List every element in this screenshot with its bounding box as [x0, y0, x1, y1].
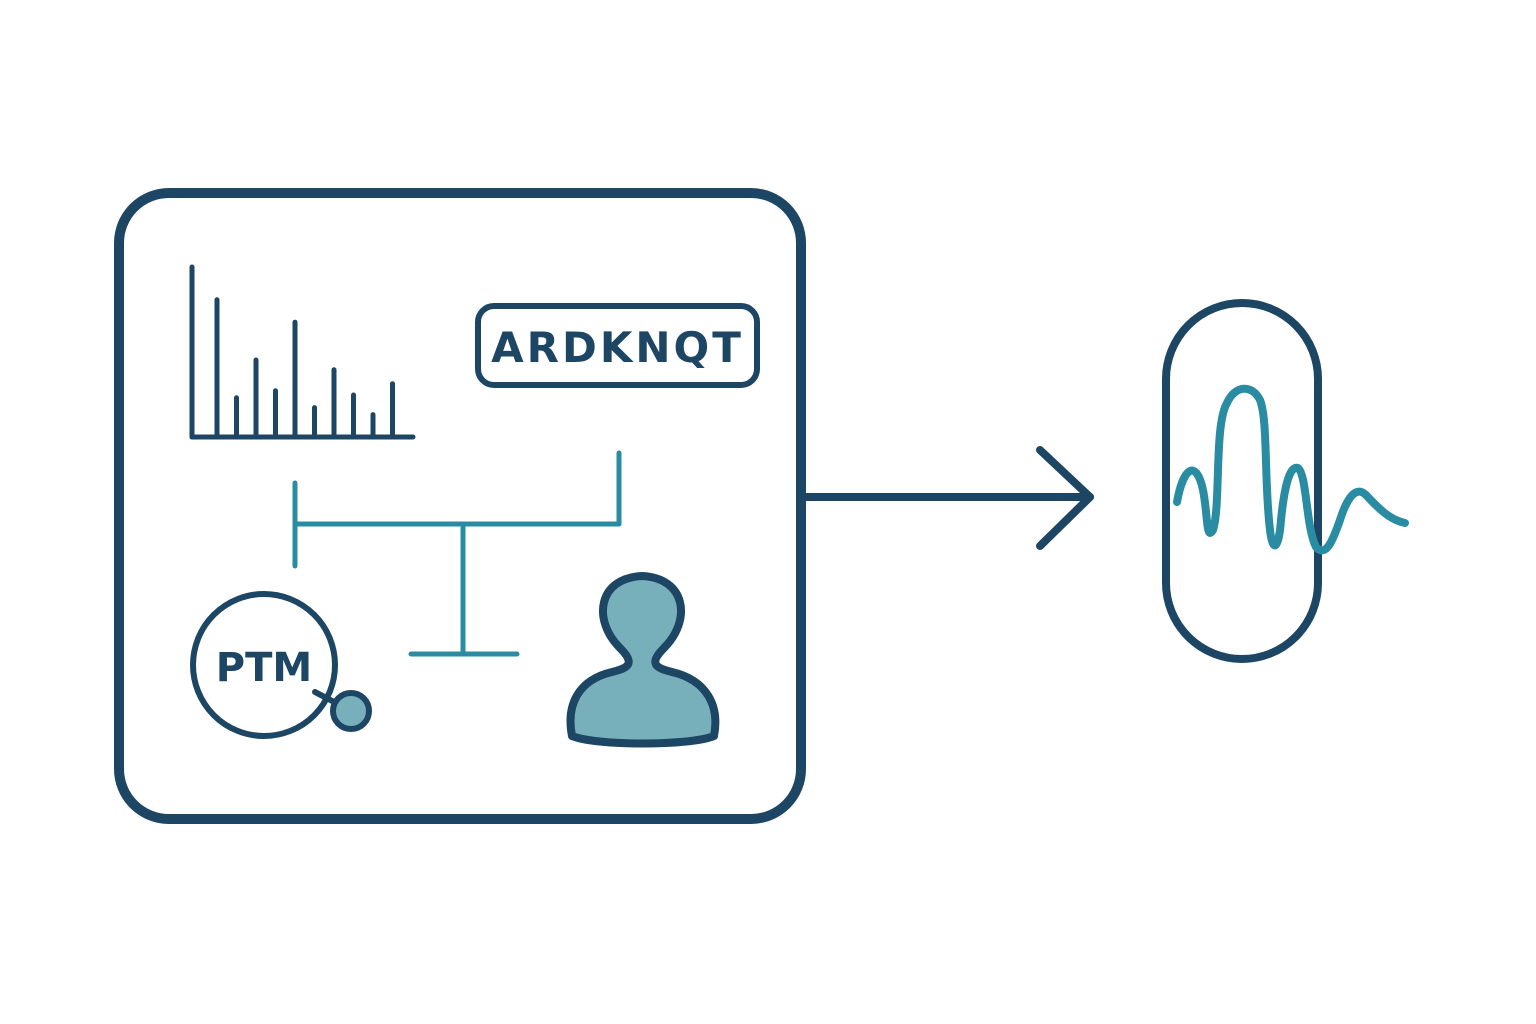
capsule-icon [1162, 299, 1322, 663]
signal-wave-icon [1173, 384, 1409, 555]
person-body [566, 572, 720, 748]
ptm-label: PTM [216, 645, 312, 691]
ptm-magnifier-icon: PTM [190, 591, 372, 739]
tree-connector-icon [292, 450, 622, 657]
arrow-right-icon [802, 446, 1094, 550]
sequence-label: ARDKNQT [491, 323, 744, 372]
person-icon [566, 572, 720, 748]
sequence-tag-box [475, 303, 760, 388]
ptm-node [330, 690, 372, 732]
spectrum-icon [189, 264, 416, 440]
sequence-tag-icon: ARDKNQT [475, 303, 760, 388]
ptm-lens [190, 591, 338, 739]
capsule-outline [1162, 299, 1322, 663]
arrow-head [1036, 446, 1094, 550]
input-panel [114, 188, 806, 824]
